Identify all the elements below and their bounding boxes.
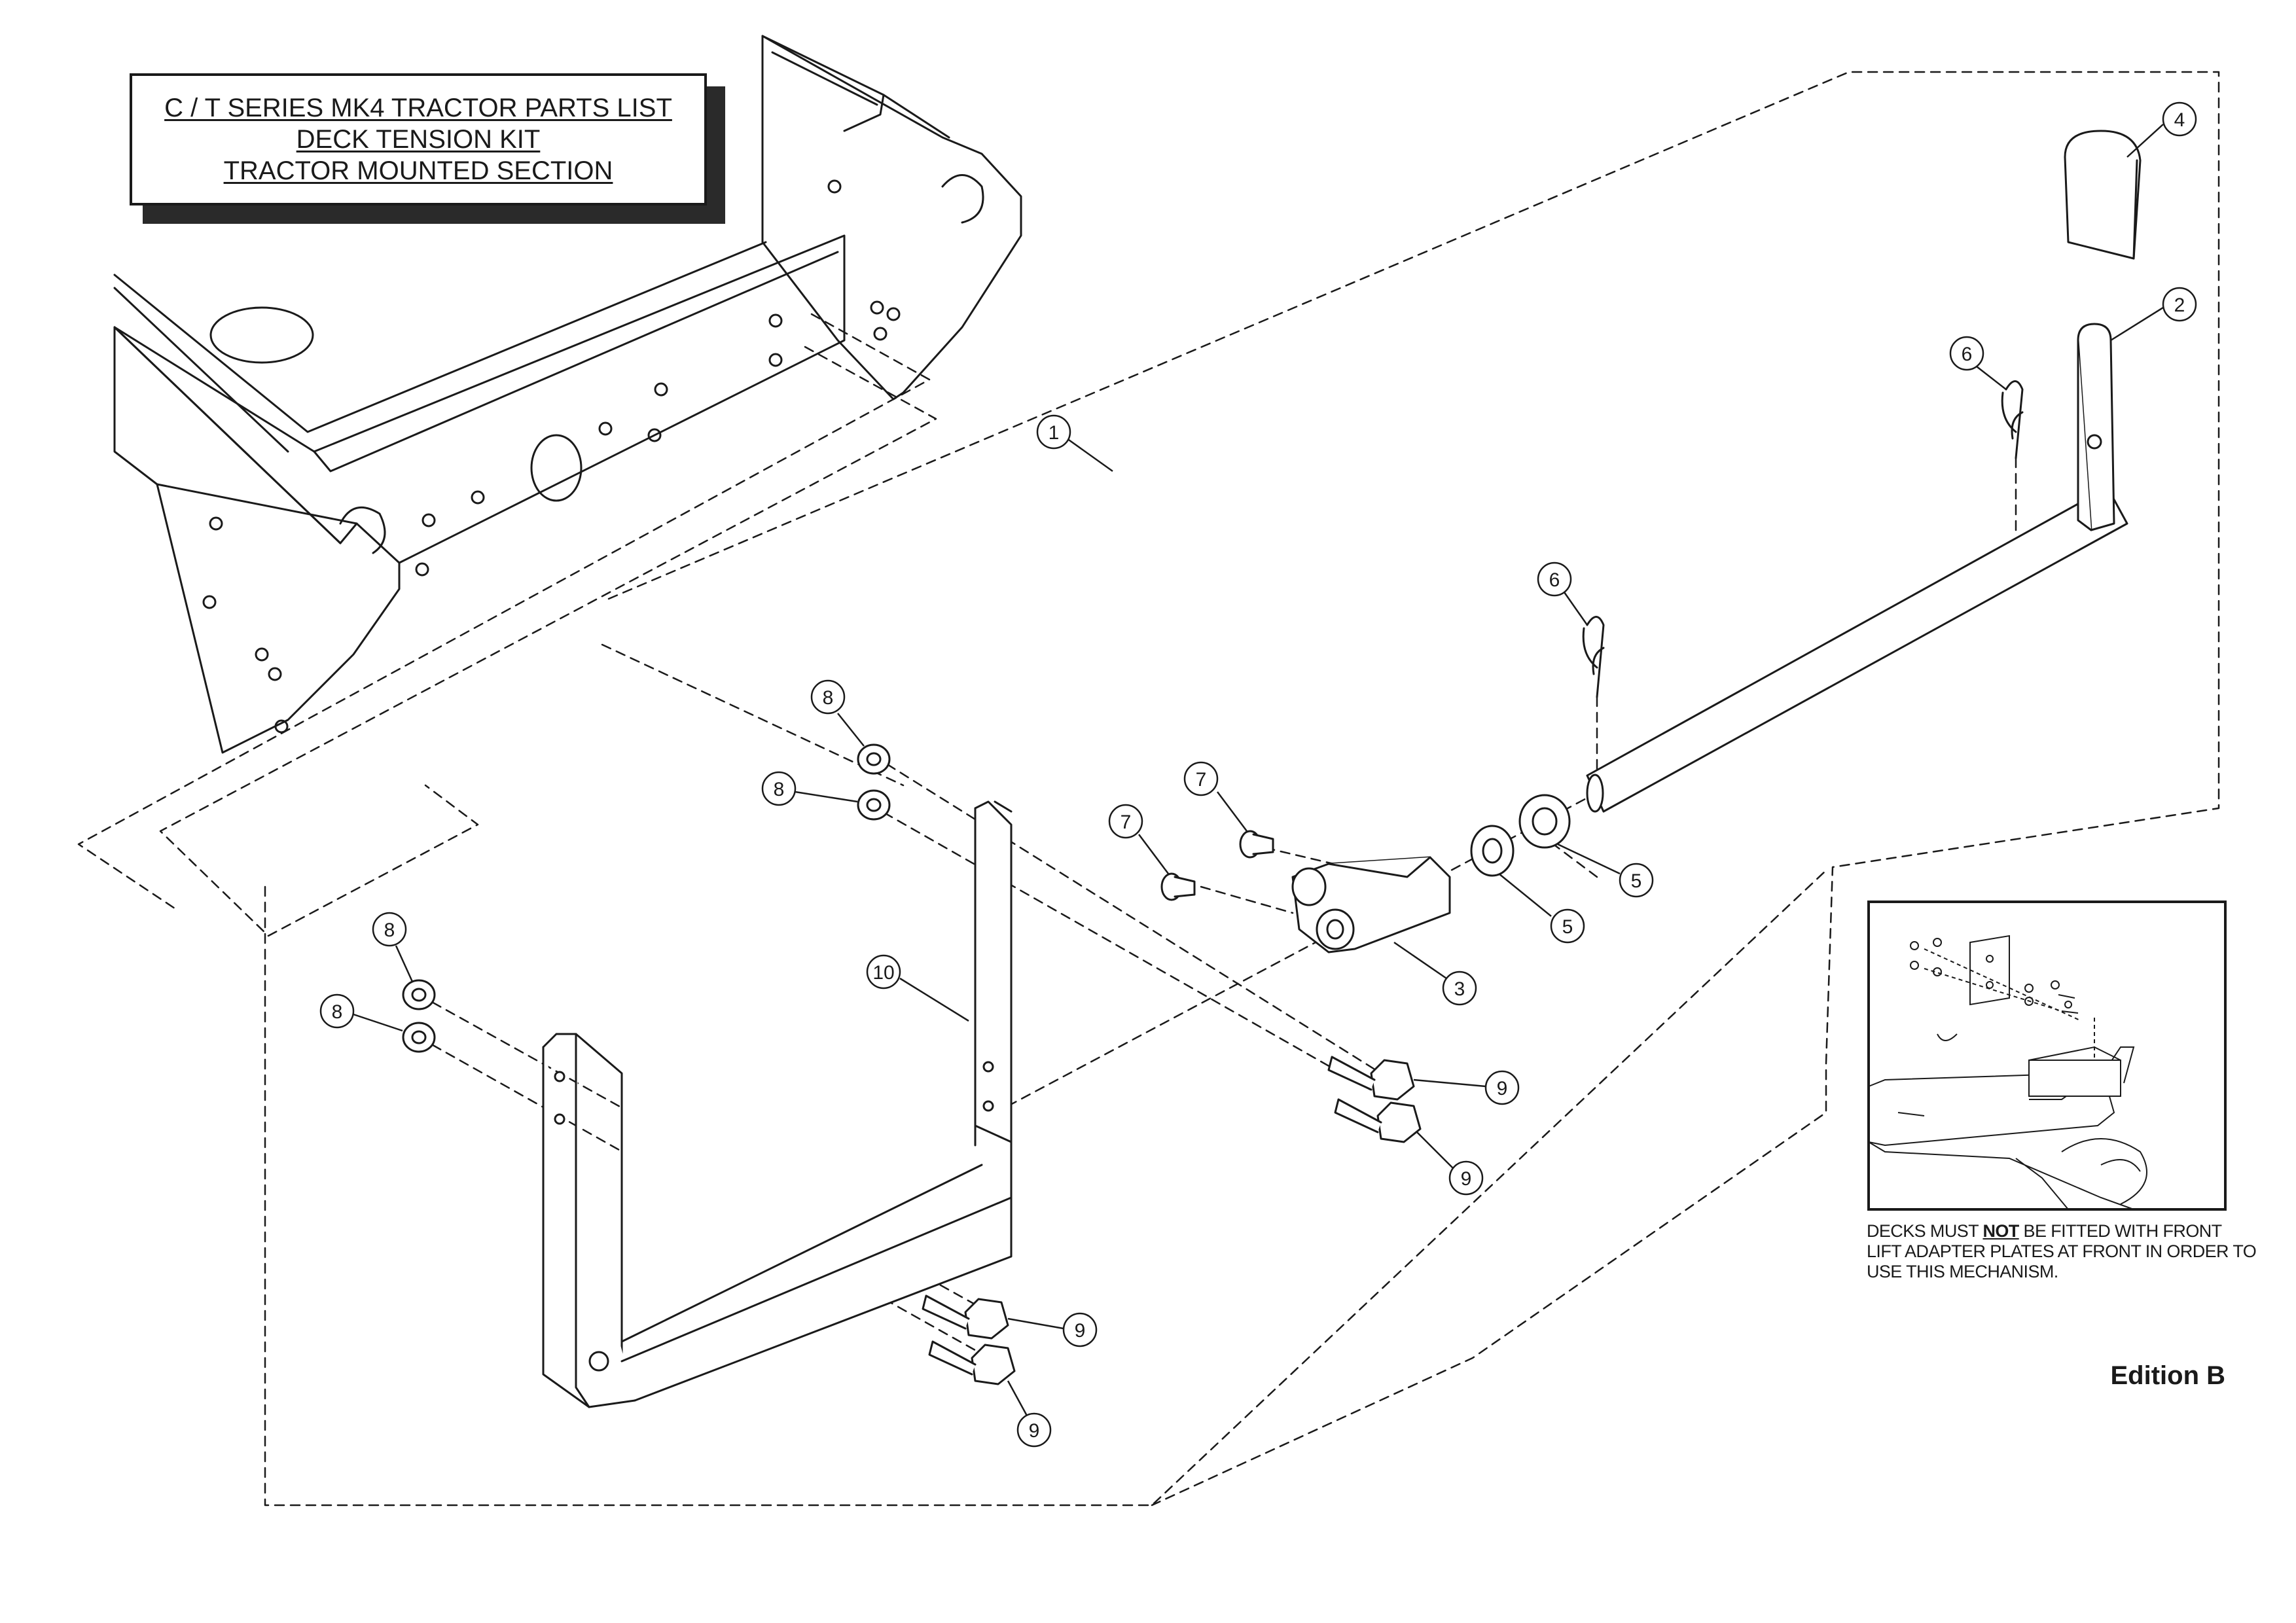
callout-2: 2 xyxy=(2110,287,2197,342)
assembly-guide-lines xyxy=(77,71,2220,1507)
note-post: BE FITTED WITH FRONT LIFT ADAPTER PLATES… xyxy=(1867,1221,2257,1281)
svg-text:9: 9 xyxy=(1029,1420,1040,1442)
svg-text:6: 6 xyxy=(1549,569,1560,591)
part-2-shaft-plate xyxy=(1586,323,2128,813)
svg-text:4: 4 xyxy=(2174,109,2185,131)
part-8-nut-1 xyxy=(857,743,891,775)
svg-text:6: 6 xyxy=(1962,344,1973,365)
part-6-r-clip-lower xyxy=(1582,616,1605,698)
svg-text:1: 1 xyxy=(1049,422,1060,444)
callout-7-lower: 7 xyxy=(1108,804,1169,874)
callout-9-1: 9 xyxy=(1413,1070,1520,1105)
callout-5-lower: 5 xyxy=(1498,873,1585,944)
svg-text:9: 9 xyxy=(1497,1078,1508,1099)
callout-7-upper: 7 xyxy=(1183,761,1247,832)
svg-text:8: 8 xyxy=(384,919,395,941)
part-7-pin-lower xyxy=(1160,872,1196,901)
svg-text:8: 8 xyxy=(823,687,834,709)
svg-text:8: 8 xyxy=(774,779,785,800)
part-9-bolt-1 xyxy=(1327,1056,1415,1101)
edition-label: Edition B xyxy=(2110,1361,2225,1390)
callout-6-upper: 6 xyxy=(1949,336,2007,390)
title-line-1: C / T SERIES MK4 TRACTOR PARTS LIST xyxy=(164,94,672,122)
callout-8-1: 8 xyxy=(810,679,865,747)
svg-text:8: 8 xyxy=(332,1001,343,1023)
part-4-cap xyxy=(2064,130,2142,260)
part-3-pivot-block xyxy=(1291,856,1451,954)
note-emphasis: NOT xyxy=(1982,1221,2019,1241)
svg-text:9: 9 xyxy=(1075,1320,1086,1342)
part-8-nut-3 xyxy=(402,979,436,1010)
part-9-bolt-4 xyxy=(928,1340,1016,1385)
svg-text:7: 7 xyxy=(1196,769,1207,791)
part-8-nut-2 xyxy=(857,789,891,821)
callout-1: 1 xyxy=(1036,414,1113,473)
callout-9-2: 9 xyxy=(1416,1132,1484,1196)
tractor-frame xyxy=(113,35,1022,754)
callout-9-3: 9 xyxy=(1007,1312,1098,1347)
inset-note: DECKS MUST NOT BE FITTED WITH FRONT LIFT… xyxy=(1867,1221,2259,1282)
part-5-washers xyxy=(1470,794,1571,877)
part-10-u-bracket xyxy=(542,800,1013,1408)
callout-8-2: 8 xyxy=(761,771,858,806)
part-8-nut-4 xyxy=(402,1022,436,1053)
part-9-bolt-3 xyxy=(922,1294,1009,1340)
part-9-bolt-2 xyxy=(1334,1098,1422,1143)
svg-text:5: 5 xyxy=(1631,870,1642,892)
callout-3: 3 xyxy=(1393,941,1477,1006)
svg-text:2: 2 xyxy=(2174,294,2185,316)
svg-text:5: 5 xyxy=(1562,916,1573,938)
inset-detail xyxy=(1867,901,2227,1211)
note-pre: DECKS MUST xyxy=(1867,1221,1983,1241)
svg-text:10: 10 xyxy=(872,962,894,984)
callout-8-3: 8 xyxy=(372,912,414,982)
part-6-r-clip-upper xyxy=(2001,380,2024,459)
title-line-2: DECK TENSION KIT xyxy=(296,125,541,154)
callout-8-4: 8 xyxy=(319,993,403,1032)
part-7-pin-upper xyxy=(1239,830,1274,859)
callout-6-lower: 6 xyxy=(1537,562,1588,626)
svg-text:9: 9 xyxy=(1461,1168,1472,1190)
callout-4: 4 xyxy=(2126,101,2197,158)
title-line-3: TRACTOR MOUNTED SECTION xyxy=(223,156,613,185)
callout-10: 10 xyxy=(866,954,969,1022)
svg-text:7: 7 xyxy=(1121,812,1132,833)
callout-5-upper: 5 xyxy=(1557,843,1654,898)
svg-text:3: 3 xyxy=(1454,978,1465,1000)
callout-9-4: 9 xyxy=(1007,1380,1052,1448)
title-box: C / T SERIES MK4 TRACTOR PARTS LIST DECK… xyxy=(130,73,707,205)
